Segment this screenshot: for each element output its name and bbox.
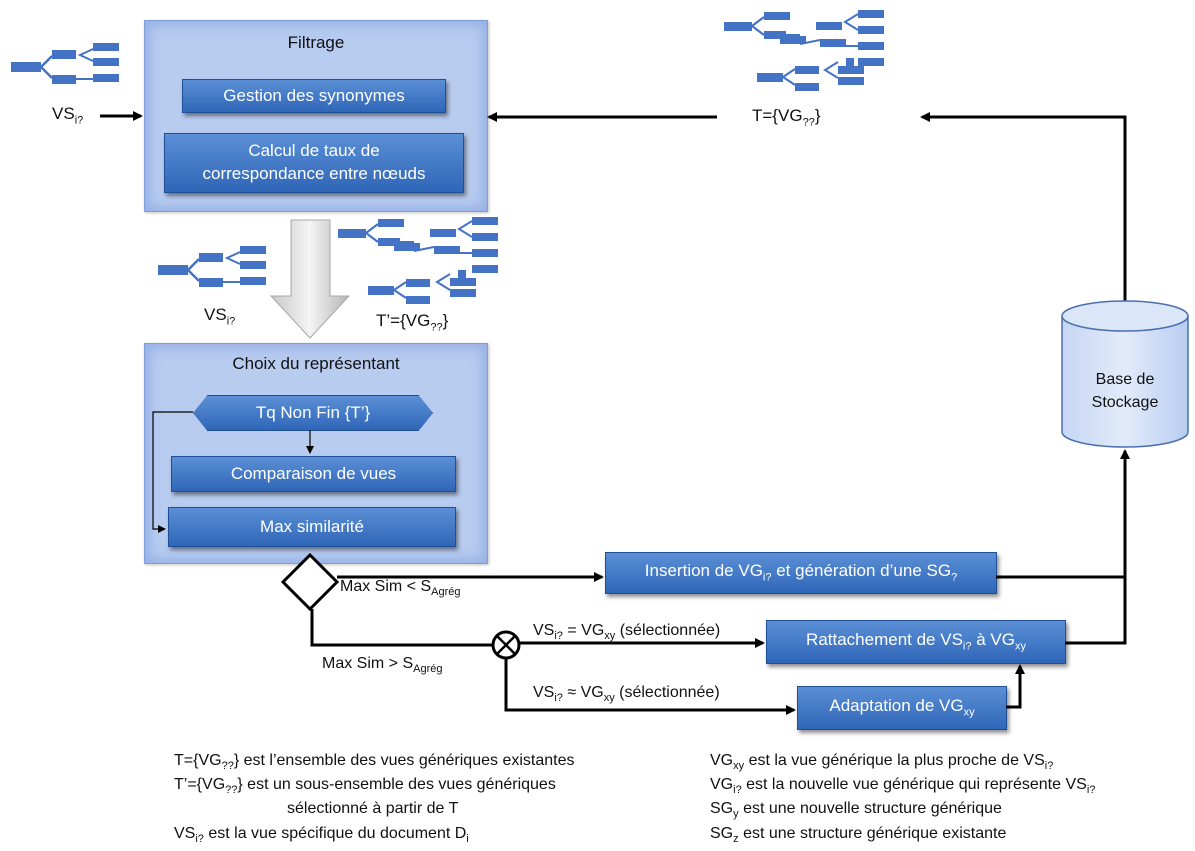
tree-icon-vs-top	[11, 43, 119, 84]
loop-arrow	[152, 411, 193, 533]
decision-diamond	[280, 552, 340, 612]
condition-lt-label: Max Sim < SAgrég	[340, 578, 461, 599]
tree-forest-top	[724, 10, 884, 91]
filtrage-title: Filtrage	[287, 33, 345, 52]
arrow-storage-to-t	[920, 112, 1127, 302]
tree-icon-vs-middle	[158, 246, 266, 287]
loop-hexagon[interactable]: Tq Non Fin {T’}	[193, 395, 433, 431]
calcul-taux-line1: Calcul de taux de	[248, 141, 380, 161]
adaptation-label: Adaptation de VGxy	[829, 696, 975, 719]
arrow-adaptation-to-rattachement	[1006, 664, 1025, 709]
insertion-button[interactable]: Insertion de VGi? et génération d’une SG…	[605, 552, 997, 594]
legend-left-1: T={VG??} est l’ensemble des vues génériq…	[174, 752, 575, 773]
tprime-set-label: T’={VG??}	[376, 311, 449, 334]
choix-title: Choix du représentant	[232, 354, 400, 373]
approx-label: VSi? ≈ VGxy (sélectionnée)	[533, 684, 720, 705]
gestion-synonymes-button[interactable]: Gestion des synonymes	[182, 79, 446, 113]
rattachement-label: Rattachement de VSi? à VGxy	[806, 630, 1026, 653]
legend-right-2: VGi? est la nouvelle vue générique qui r…	[710, 776, 1096, 797]
comparaison-vues-button[interactable]: Comparaison de vues	[171, 456, 456, 492]
loop-label: Tq Non Fin {T’}	[255, 402, 371, 422]
t-set-label: T={VG??}	[752, 106, 821, 129]
legend-left-4: VSi? est la vue spécifique du document D…	[174, 825, 469, 846]
adaptation-button[interactable]: Adaptation de VGxy	[797, 686, 1007, 730]
insertion-label: Insertion de VGi? et génération d’une SG…	[644, 561, 958, 584]
big-down-arrow	[269, 219, 351, 339]
line-diamond-to-xor	[310, 609, 493, 647]
max-similarite-button[interactable]: Max similarité	[168, 507, 456, 547]
arrow-to-adaptation	[504, 658, 796, 715]
calcul-taux-button[interactable]: Calcul de taux de correspondance entre n…	[164, 133, 464, 193]
legend-right-3: SGy est une nouvelle structure générique	[710, 800, 1002, 821]
calcul-taux-line2: correspondance entre nœuds	[202, 164, 426, 183]
arrow-rattachement-to-storage	[1065, 449, 1130, 645]
storage-cylinder	[1061, 300, 1189, 448]
vs-input-label: VSi?	[52, 104, 84, 127]
legend-left-2: T’={VG??} est un sous-ensemble des vues …	[174, 776, 556, 797]
vs-middle-label: VSi?	[204, 305, 236, 328]
storage-label: Base de Stockage	[1091, 371, 1159, 412]
condition-gt-label: Max Sim > SAgrég	[322, 655, 443, 676]
legend-left-3: sélectionné à partir de T	[287, 800, 459, 817]
equal-label: VSi? = VGxy (sélectionnée)	[533, 622, 721, 643]
rattachement-button[interactable]: Rattachement de VSi? à VGxy	[766, 620, 1066, 664]
legend-right-1: VGxy est la vue générique la plus proche…	[710, 752, 1054, 773]
legend-right-4: SGz est une structure générique existant…	[710, 825, 1007, 846]
tree-forest-middle	[338, 217, 498, 304]
